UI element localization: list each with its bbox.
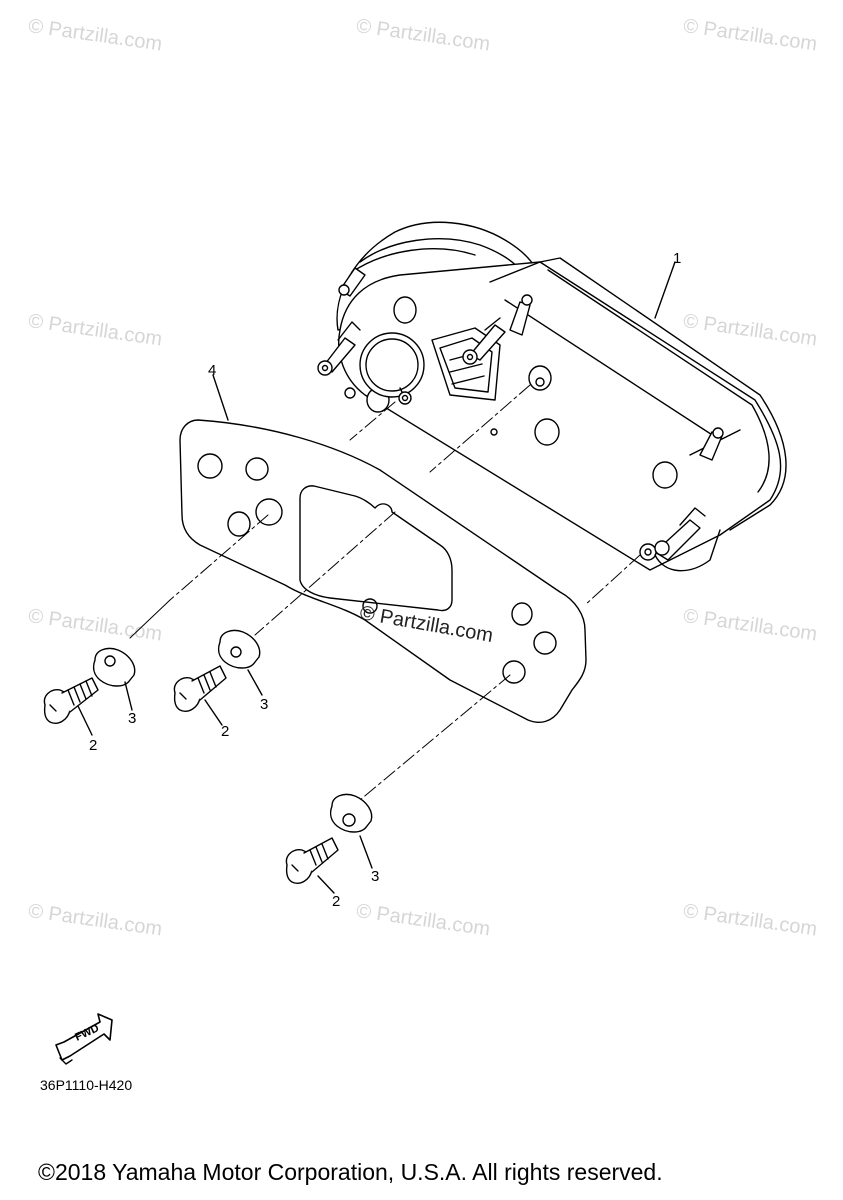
stud	[639, 507, 706, 561]
screw	[285, 837, 339, 884]
stud	[509, 294, 533, 336]
leader-line	[654, 261, 676, 319]
washer	[217, 629, 261, 669]
callout-part-4: 4	[208, 362, 217, 379]
washer	[329, 793, 373, 833]
callout-part-3: 3	[260, 696, 269, 713]
meter-bracket	[179, 419, 587, 723]
callout-part-2: 2	[332, 893, 341, 910]
leader-line	[212, 374, 229, 421]
callout-part-3: 3	[128, 710, 137, 727]
stud	[338, 267, 366, 297]
callout-part-1: 1	[673, 250, 682, 267]
screw	[43, 677, 99, 724]
stud	[317, 321, 361, 376]
alignment-lines	[169, 384, 641, 801]
stud	[462, 317, 506, 365]
meter-assembly	[317, 221, 787, 572]
washer	[92, 647, 136, 687]
fwd-arrow-icon	[55, 1013, 113, 1065]
callout-part-2: 2	[89, 737, 98, 754]
callout-part-2: 2	[221, 723, 230, 740]
screw	[173, 665, 227, 712]
copyright-footer: ©2018 Yamaha Motor Corporation, U.S.A. A…	[38, 1159, 663, 1185]
diagram-code: 36P1110-H420	[40, 1077, 133, 1093]
leader-lines	[77, 669, 373, 894]
stud	[699, 427, 724, 461]
callout-part-3: 3	[371, 868, 380, 885]
